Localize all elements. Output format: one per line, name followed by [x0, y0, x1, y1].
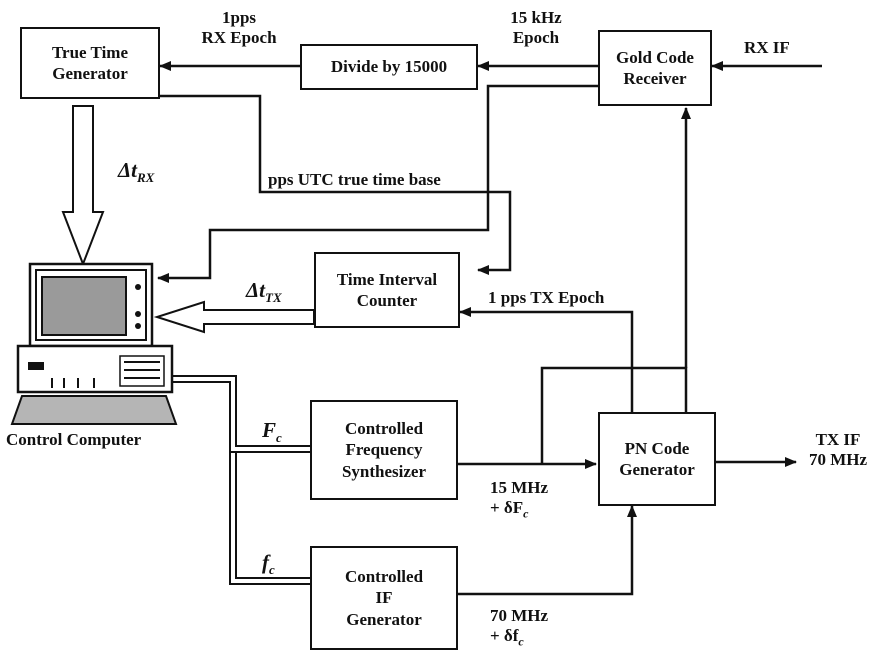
- controlled-if-generator-block: Controlled IF Generator: [310, 546, 458, 650]
- rx-epoch-line-2: RX Epoch: [184, 28, 294, 48]
- delta-tx-symbol: Δt: [246, 278, 265, 302]
- time-interval-counter-block: Time Interval Counter: [314, 252, 460, 328]
- mhz15-line-2: + δFc: [490, 498, 548, 521]
- pn-code-generator-block: PN Code Generator: [598, 412, 716, 506]
- gold-code-receiver-block: Gold Code Receiver: [598, 30, 712, 106]
- tx-if-line-2: 70 MHz: [800, 450, 876, 470]
- controlled-frequency-synthesizer-block: Controlled Frequency Synthesizer: [310, 400, 458, 500]
- delta-rx-label: ΔtRX: [118, 158, 154, 186]
- mhz15-line-2-text: + δF: [490, 498, 523, 517]
- divide-label: Divide by 15000: [331, 56, 447, 77]
- cfs-line-1: Controlled: [345, 418, 423, 439]
- delta-rx-subscript: RX: [137, 170, 154, 185]
- tx-epoch-label: 1 pps TX Epoch: [488, 288, 604, 308]
- delta-tx-hollow-arrow: [157, 302, 314, 332]
- khz-epoch-line-1: 15 kHz: [486, 8, 586, 28]
- fc-bus-inner: [170, 382, 310, 452]
- mhz70-line-1: 70 MHz: [490, 606, 548, 626]
- gold-code-receiver-line-1: Gold Code: [616, 47, 694, 68]
- mhz15-subscript: c: [523, 507, 528, 521]
- mhz70-label: 70 MHz + δfc: [490, 606, 548, 649]
- tx-if-line-1: TX IF: [800, 430, 876, 450]
- mhz15-line-1: 15 MHz: [490, 478, 548, 498]
- rx-epoch-label: 1pps RX Epoch: [184, 8, 294, 49]
- pps-utc-label: pps UTC true time base: [268, 170, 441, 190]
- fc-bus-outer: [170, 376, 310, 446]
- gold-code-receiver-line-2: Receiver: [623, 68, 686, 89]
- time-interval-counter-line-1: Time Interval: [337, 269, 437, 290]
- cif-line-3: Generator: [346, 609, 422, 630]
- cfs-line-2: Frequency: [345, 439, 422, 460]
- mhz70-subscript: c: [518, 635, 523, 649]
- control-computer-label: Control Computer: [6, 430, 141, 450]
- mhz70-line-2-text: + δf: [490, 626, 518, 645]
- delta-tx-label: ΔtTX: [246, 278, 282, 306]
- divide-block: Divide by 15000: [300, 44, 478, 90]
- mhz70-line-2: + δfc: [490, 626, 548, 649]
- control-computer-icon: [12, 264, 176, 424]
- cif-line-2: IF: [376, 587, 393, 608]
- fc-upper-symbol: F: [262, 418, 276, 442]
- khz-epoch-line-2: Epoch: [486, 28, 586, 48]
- delta-tx-subscript: TX: [265, 290, 282, 305]
- rx-if-label: RX IF: [744, 38, 790, 58]
- tx-if-label: TX IF 70 MHz: [800, 430, 876, 471]
- khz-epoch-label: 15 kHz Epoch: [486, 8, 586, 49]
- pn-code-generator-line-1: PN Code: [625, 438, 690, 459]
- true-time-generator-line-2: Generator: [52, 63, 128, 84]
- fc-lower-subscript: c: [269, 562, 275, 577]
- cfs-line-3: Synthesizer: [342, 461, 426, 482]
- true-time-generator-block: True Time Generator: [20, 27, 160, 99]
- delta-rx-symbol: Δt: [118, 158, 137, 182]
- mhz15-label: 15 MHz + δFc: [490, 478, 548, 521]
- time-interval-counter-line-2: Counter: [357, 290, 417, 311]
- true-time-generator-line-1: True Time: [52, 42, 128, 63]
- rx-epoch-line-1: 1pps: [184, 8, 294, 28]
- pn-code-generator-line-2: Generator: [619, 459, 695, 480]
- cif-line-1: Controlled: [345, 566, 423, 587]
- fc-upper-subscript: c: [276, 430, 282, 445]
- fc-lower-symbol: f: [262, 550, 269, 574]
- fc-upper-label: Fc: [262, 418, 282, 446]
- fc-lower-label: fc: [262, 550, 275, 578]
- tx-epoch-wire: [460, 312, 632, 412]
- delta-rx-hollow-arrow: [63, 106, 103, 264]
